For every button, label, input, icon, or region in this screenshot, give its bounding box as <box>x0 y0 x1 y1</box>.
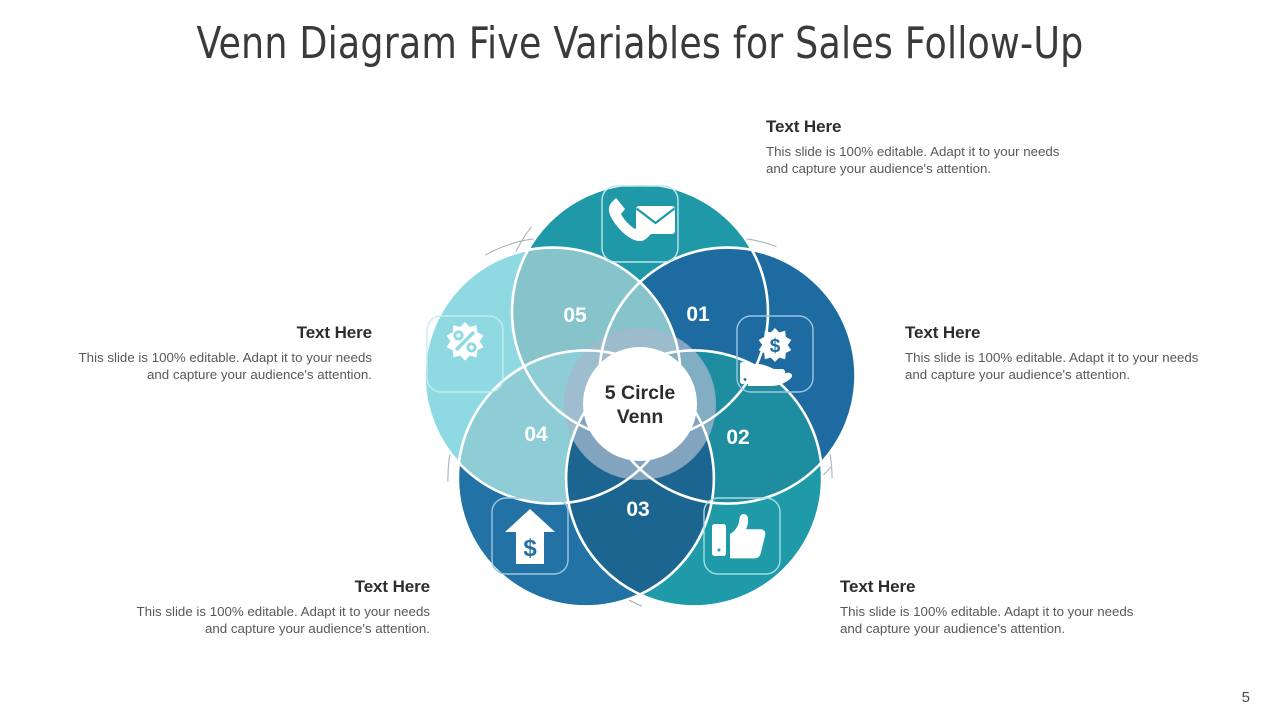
icon-tile-top[interactable] <box>601 185 679 263</box>
page-title: Venn Diagram Five Variables for Sales Fo… <box>196 18 1084 69</box>
text-block-body: This slide is 100% editable. Adapt it to… <box>78 349 372 382</box>
arrow-up-dollar-icon: $ <box>505 509 555 564</box>
text-block-bottom-left: Text Here This slide is 100% editable. A… <box>120 577 431 637</box>
venn-number-02: 02 <box>726 426 749 449</box>
text-block-heading: Text Here <box>905 323 981 342</box>
svg-text:$: $ <box>523 535 537 562</box>
venn-center-hub[interactable] <box>583 347 697 461</box>
venn-number-04: 04 <box>524 423 548 446</box>
text-block-body: This slide is 100% editable. Adapt it to… <box>136 603 430 636</box>
icon-frame-top <box>601 185 679 263</box>
page-number: 5 <box>1241 689 1250 706</box>
text-block-heading: Text Here <box>296 323 372 342</box>
text-block-body: This slide is 100% editable. Adapt it to… <box>840 603 1134 636</box>
text-block-middle-right: Text Here This slide is 100% editable. A… <box>905 323 1215 383</box>
hand-money-icon: $ <box>740 328 793 386</box>
icon-tile-right[interactable]: $ <box>736 315 814 393</box>
text-block-top-right: Text Here This slide is 100% editable. A… <box>766 117 1076 177</box>
text-block-body: This slide is 100% editable. Adapt it to… <box>766 143 1060 176</box>
venn-number-03: 03 <box>626 498 649 521</box>
text-block-heading: Text Here <box>354 577 430 596</box>
phone-envelope-icon <box>608 198 676 242</box>
center-label-line2: Venn <box>617 406 664 428</box>
icon-tile-left[interactable] <box>426 315 504 393</box>
percent-badge-icon <box>446 322 484 361</box>
icon-tile-bottom-left[interactable]: $ <box>491 497 569 575</box>
venn-dividers <box>423 182 857 608</box>
venn-diagram: 5 Circle Venn 01 02 03 04 05 $ <box>390 136 890 648</box>
icon-tile-bottom-right[interactable] <box>703 497 781 575</box>
outer-arc-bottom-right <box>555 339 833 617</box>
text-block-middle-left: Text Here This slide is 100% editable. A… <box>62 323 373 383</box>
icon-frame-bottom-left <box>491 497 569 575</box>
venn-number-05: 05 <box>563 304 587 327</box>
icon-frame-bottom-right <box>703 497 781 575</box>
text-block-heading: Text Here <box>766 117 842 136</box>
text-block-body: This slide is 100% editable. Adapt it to… <box>905 349 1199 382</box>
text-block-bottom-right: Text Here This slide is 100% editable. A… <box>840 577 1150 637</box>
text-block-heading: Text Here <box>840 577 916 596</box>
icon-frame-left <box>426 315 504 393</box>
venn-diagram-svg: 5 Circle Venn 01 02 03 04 05 $ <box>413 173 867 617</box>
thumbs-up-icon <box>712 514 766 559</box>
svg-text:$: $ <box>770 336 781 357</box>
venn-number-01: 01 <box>686 303 710 326</box>
center-label-line1: 5 Circle <box>605 382 676 404</box>
icon-frame-right <box>736 315 814 393</box>
